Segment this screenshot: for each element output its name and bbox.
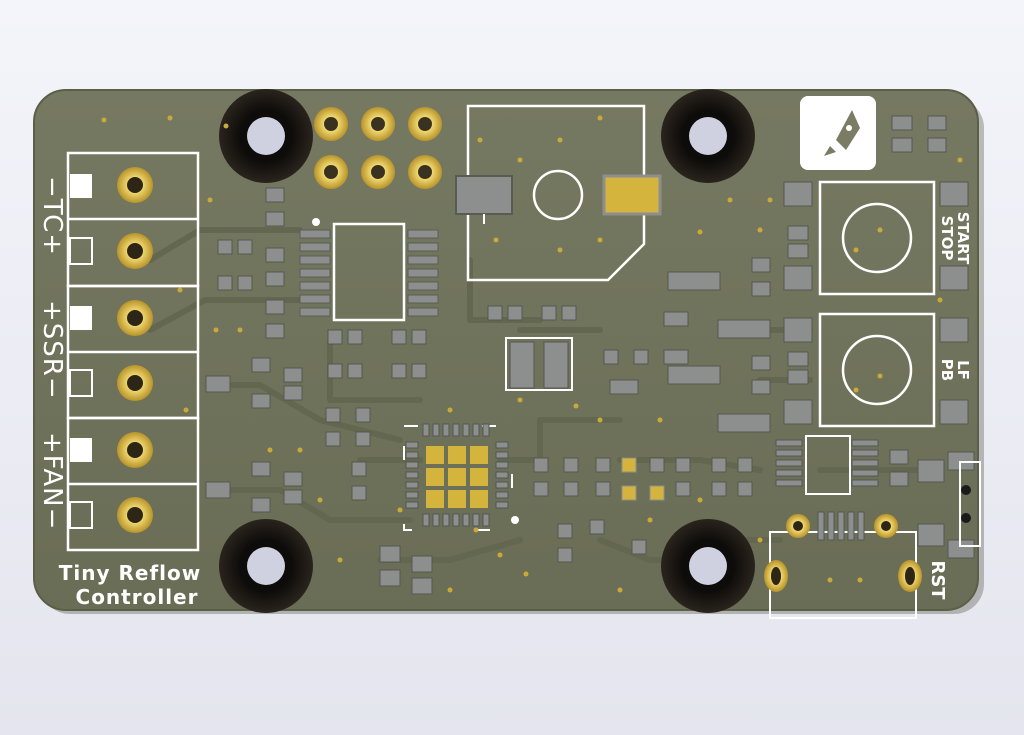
label-fan: +FAN−: [37, 432, 67, 530]
label-start: START: [954, 212, 972, 265]
mounting-hole-bottom-left: [219, 519, 313, 613]
vias: [101, 115, 963, 593]
mounting-hole-bottom-right: [661, 519, 755, 613]
label-pb: PB: [938, 359, 956, 381]
rocket-icon: [824, 110, 860, 156]
programming-header: [314, 107, 442, 189]
start-stop-button[interactable]: [818, 180, 936, 296]
board-title-line2: Controller: [76, 585, 199, 609]
smd-passives: [205, 115, 975, 595]
label-stop: STOP: [938, 216, 956, 261]
reset-switch[interactable]: [959, 461, 981, 547]
usb-connector: [764, 511, 922, 619]
label-lf: LF: [954, 360, 972, 380]
rocket-logo: [800, 96, 876, 170]
mounting-hole-top-right: [661, 89, 755, 183]
screw-terminal-block: [66, 151, 200, 552]
usb-bridge-chip: [775, 435, 879, 495]
lf-pb-button[interactable]: [818, 312, 936, 428]
regulator: [505, 337, 573, 391]
buzzer-footprint: [455, 104, 662, 282]
label-tc: −TC+: [37, 176, 67, 256]
label-ssr: +SSR−: [37, 300, 67, 400]
label-reset: RST: [927, 560, 948, 600]
gold-pads: [621, 457, 665, 501]
soic-chip-left: [299, 218, 439, 322]
mounting-hole-top-left: [219, 89, 313, 183]
mcu-qfn: [403, 423, 519, 531]
board-title-line1: Tiny Reflow: [59, 561, 201, 585]
